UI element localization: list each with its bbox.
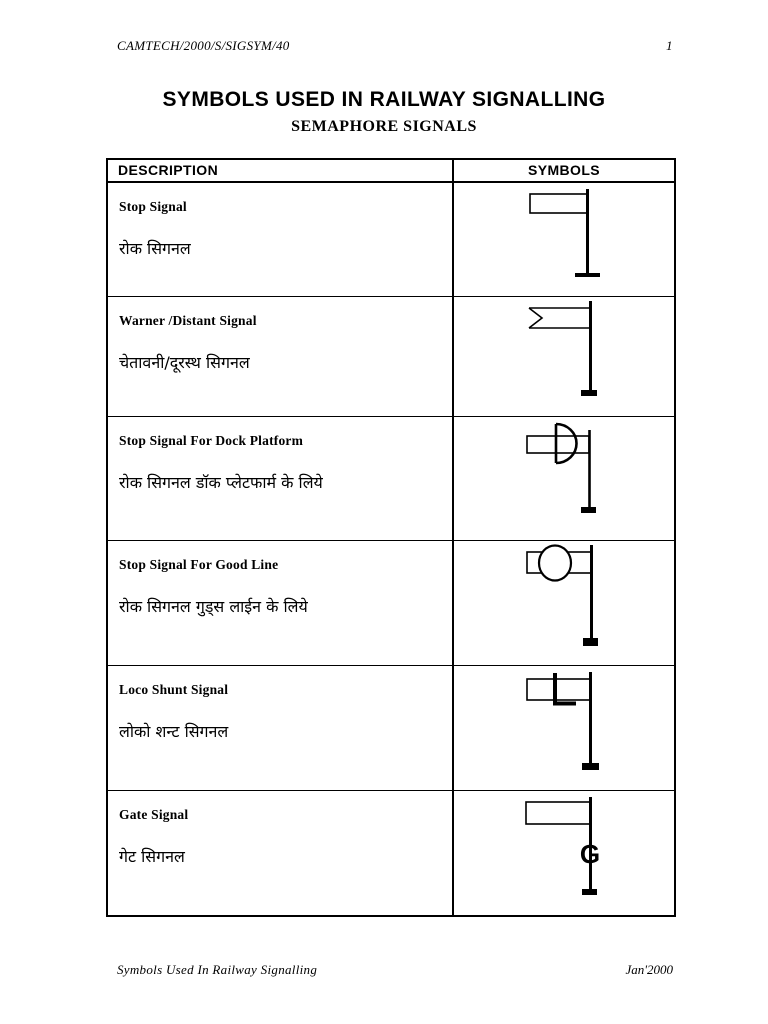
dock-platform-stop-signal-symbol xyxy=(526,422,596,513)
footer-date: Jan'2000 xyxy=(625,962,673,977)
table-row: Stop Signal For Good Line रोक सिगनल गुड्… xyxy=(108,541,674,666)
column-header-symbols: SYMBOLS xyxy=(527,162,601,178)
d-marker-bowl xyxy=(555,422,578,465)
signal-name-hindi: रोक सिगनल डॉक प्लेटफार्म के लिये xyxy=(119,473,323,492)
square-arm xyxy=(526,678,591,701)
square-arm xyxy=(526,435,590,454)
ring-marker xyxy=(537,544,573,582)
footer-document-title: Symbols Used In Railway Signalling xyxy=(117,962,318,977)
table-row: Stop Signal रोक सिगनल xyxy=(108,183,674,297)
page-title: SYMBOLS USED IN RAILWAY SIGNALLING xyxy=(162,88,606,111)
signal-name-english: Loco Shunt Signal xyxy=(119,682,229,697)
post-base xyxy=(583,638,598,646)
post-base xyxy=(582,763,599,770)
stop-signal-symbol xyxy=(529,189,600,277)
signal-name-hindi: चेतावनी/दूरस्थ सिगनल xyxy=(119,353,250,372)
page-subtitle: SEMAPHORE SIGNALS xyxy=(291,118,477,135)
signal-name-hindi: गेट सिगनल xyxy=(119,847,185,866)
post-base xyxy=(581,390,597,396)
table-row: Gate Signal गेट सिगनल G xyxy=(108,791,674,915)
goods-line-stop-signal-symbol xyxy=(526,544,598,646)
signal-name-english: Stop Signal xyxy=(119,199,187,214)
signal-name-hindi: रोक सिगनल गुड्स लाईन के लिये xyxy=(119,597,308,616)
doc-reference: CAMTECH/2000/S/SIGSYM/40 xyxy=(117,38,290,53)
warner-distant-signal-symbol xyxy=(528,301,597,396)
signal-name-english: Stop Signal For Dock Platform xyxy=(119,433,304,448)
signal-name-hindi: लोको शन्ट सिगनल xyxy=(119,722,229,741)
signal-name-hindi: रोक सिगनल xyxy=(119,239,191,258)
square-arm xyxy=(529,193,588,214)
g-marker: G xyxy=(580,839,600,869)
table-row: Loco Shunt Signal लोको शन्ट सिगनल xyxy=(108,666,674,791)
l-marker xyxy=(553,673,576,706)
table-header-row: DESCRIPTION SYMBOLS xyxy=(108,160,674,183)
table-row: Warner /Distant Signal चेतावनी/दूरस्थ सि… xyxy=(108,297,674,417)
symbols-table: DESCRIPTION SYMBOLS Stop Signal रोक सिगन… xyxy=(106,158,676,917)
post-base xyxy=(582,889,597,895)
loco-shunt-signal-symbol xyxy=(526,672,599,770)
column-header-description: DESCRIPTION xyxy=(108,160,454,181)
signal-name-english: Gate Signal xyxy=(119,807,189,822)
gate-signal-symbol: G xyxy=(525,797,600,895)
post-base xyxy=(581,507,596,513)
square-arm xyxy=(525,801,591,825)
fishtail-notch xyxy=(528,307,544,329)
table-row: Stop Signal For Dock Platform रोक सिगनल … xyxy=(108,417,674,541)
signal-name-english: Warner /Distant Signal xyxy=(119,313,257,328)
page-number: 1 xyxy=(666,38,673,53)
signal-name-english: Stop Signal For Good Line xyxy=(119,557,279,572)
